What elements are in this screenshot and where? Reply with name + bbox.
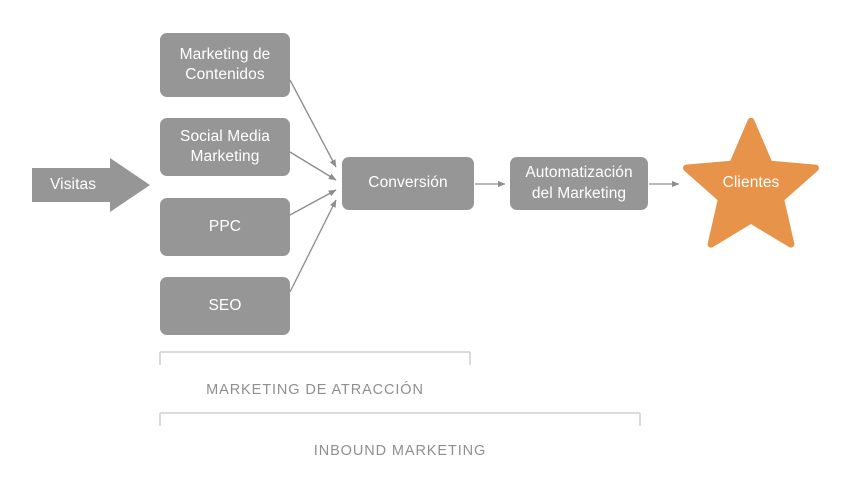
node-seo-label: SEO bbox=[208, 296, 242, 314]
channel-connectors bbox=[289, 79, 337, 293]
node-conversion[interactable]: Conversión bbox=[342, 157, 474, 210]
node-marketing-de-contenidos-label: Marketing de Contenidos bbox=[179, 45, 271, 83]
star-icon bbox=[683, 117, 819, 248]
bracket-inbound-marketing bbox=[159, 412, 641, 426]
caption-marketing-de-atraccion: MARKETING DE ATRACCIÓN bbox=[206, 382, 424, 398]
node-conversion-label: Conversión bbox=[368, 174, 448, 192]
connector-ppc-to-conversion bbox=[289, 189, 337, 216]
node-social-media-marketing-label: Social Media Marketing bbox=[180, 127, 270, 165]
connector-contenidos-to-conversion bbox=[289, 79, 337, 168]
right-arrow-icon bbox=[32, 158, 150, 212]
caption-inbound-marketing: INBOUND MARKETING bbox=[313, 443, 487, 459]
visitas-arrow[interactable]: Visitas bbox=[32, 158, 150, 212]
node-automatizacion-del-marketing[interactable]: Automatización del Marketing bbox=[510, 157, 648, 210]
node-automatizacion-del-marketing-label: Automatización del Marketing bbox=[525, 164, 633, 202]
clientes-label: Clientes bbox=[722, 174, 780, 191]
clientes-star[interactable]: Clientes bbox=[683, 117, 819, 248]
node-ppc-label: PPC bbox=[208, 217, 242, 235]
visitas-label: Visitas bbox=[50, 176, 97, 193]
node-marketing-de-contenidos[interactable]: Marketing de Contenidos bbox=[160, 33, 290, 97]
bracket-marketing-de-atraccion bbox=[159, 351, 471, 365]
connector-social-to-conversion bbox=[289, 151, 337, 181]
node-seo[interactable]: SEO bbox=[160, 277, 290, 335]
connector-seo-to-conversion bbox=[289, 199, 337, 293]
node-social-media-marketing[interactable]: Social Media Marketing bbox=[160, 118, 290, 176]
node-ppc[interactable]: PPC bbox=[160, 198, 290, 256]
